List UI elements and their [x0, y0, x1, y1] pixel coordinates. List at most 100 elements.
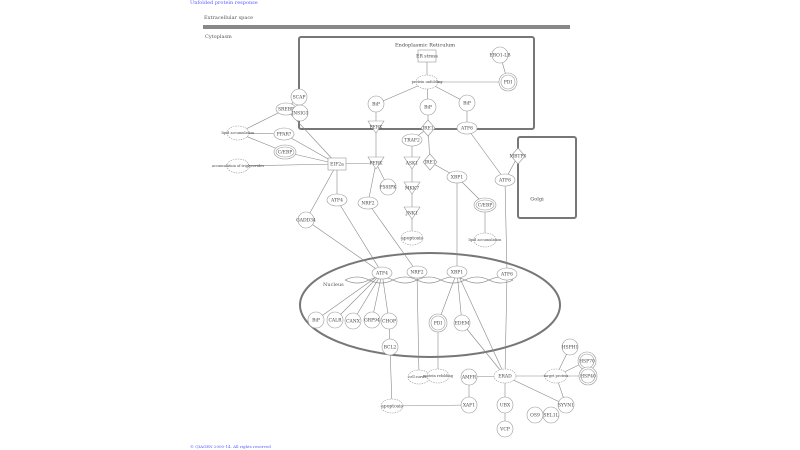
node-label: accumulation of triglycerides	[212, 164, 264, 168]
node-label: HSP70	[579, 359, 595, 365]
node-apop2[interactable]: apoptosis	[380, 398, 404, 414]
edge-edem-erad	[461, 322, 506, 377]
node-xaf1[interactable]: XAF1	[460, 396, 478, 414]
edge-bcl2-apop2	[389, 346, 393, 407]
node-label: apoptosis	[401, 236, 423, 242]
edge-xaf1-apop2	[391, 404, 470, 407]
node-label: NRF2	[361, 201, 374, 207]
node-unfolded[interactable]: protein unfolding	[412, 74, 444, 90]
node-label: C/EBP	[478, 203, 493, 209]
node-label: EIF2a	[330, 162, 344, 168]
extracellular-label: Extracellular space	[204, 15, 253, 21]
node-chop[interactable]: CHOP	[380, 312, 398, 330]
node-ire1_er[interactable]: IRE1	[420, 119, 436, 137]
node-mbtps[interactable]: MBTPS	[509, 147, 527, 165]
node-os9[interactable]: OS9	[526, 406, 544, 424]
node-edem[interactable]: EDEM	[453, 314, 471, 332]
node-label: UBX	[500, 403, 511, 409]
node-label: lipid accumulation	[222, 131, 256, 135]
node-label: apoptosis	[381, 404, 403, 410]
node-n_nrf2[interactable]: NRF2	[406, 265, 428, 279]
node-jnk1[interactable]: JNK1	[403, 206, 421, 220]
node-label: BiP	[312, 318, 320, 324]
node-label: IRE1	[422, 126, 433, 132]
node-nrf2[interactable]: NRF2	[357, 196, 379, 210]
node-label: XBP1	[451, 270, 464, 276]
nucleus-compartment	[299, 252, 561, 358]
edge-n_atf4-n_bip	[315, 272, 383, 321]
node-perk[interactable]: PERK	[367, 156, 385, 170]
node-scap[interactable]: SCAP	[290, 88, 308, 106]
node-vcp[interactable]: VCP	[496, 420, 514, 438]
footer: © QIAGEN 2000-14. All rights reserved	[190, 444, 271, 449]
node-n_atf6[interactable]: ATF6	[496, 267, 518, 281]
nucleus-label: Nucleus	[323, 282, 344, 288]
node-insig1[interactable]: INSIG1	[291, 104, 309, 122]
node-label: GRP94	[364, 318, 380, 324]
edge-n_atf4-calr	[334, 272, 383, 321]
node-label: SCAP	[293, 95, 306, 101]
node-mkk7[interactable]: MKK7	[403, 181, 421, 195]
node-eif2a[interactable]: EIF2a	[327, 157, 347, 171]
node-gadd34[interactable]: GADD34	[296, 211, 316, 229]
node-lipid1[interactable]: lipid accumulation	[222, 125, 256, 141]
node-refold[interactable]: protein refolding	[423, 368, 454, 384]
node-atf6_er[interactable]: ATF6	[456, 121, 478, 135]
node-label: CANX	[346, 319, 361, 325]
node-canx[interactable]: CANX	[344, 312, 362, 330]
edge-gadd34-eif2a	[305, 163, 338, 221]
node-amfr[interactable]: AMFR	[460, 368, 478, 386]
node-n_pdi[interactable]: PDI	[428, 313, 448, 333]
node-p58[interactable]: P58IPK	[380, 178, 398, 196]
node-ppar[interactable]: PPAR?	[273, 127, 295, 141]
node-n_bip[interactable]: BiP	[307, 311, 325, 329]
node-hsph1[interactable]: HSPH1	[562, 338, 579, 356]
node-er_stress[interactable]: ER stress	[416, 49, 439, 63]
node-label: lipid accumulation	[469, 238, 503, 242]
node-label: ERAD	[498, 374, 512, 380]
edge-atf4-n_atf4	[336, 199, 383, 274]
node-erad[interactable]: ERAD	[493, 368, 517, 384]
node-ubx[interactable]: UBX	[496, 396, 514, 414]
node-label: NRF2	[410, 270, 423, 276]
node-label: XBP1	[451, 175, 464, 181]
edge-nrf2-n_nrf2	[367, 202, 418, 273]
node-bip1[interactable]: BiP	[367, 95, 385, 113]
node-ire1[interactable]: IRE1	[422, 153, 438, 171]
node-target[interactable]: target protein	[544, 368, 570, 384]
node-cebp1[interactable]: C/EBP	[273, 144, 297, 160]
node-atf4[interactable]: ATF4	[326, 193, 348, 207]
node-bip2[interactable]: BiP	[419, 98, 437, 116]
node-syvn1[interactable]: SYVN1	[557, 396, 575, 414]
dna-helix	[344, 276, 514, 284]
node-trig[interactable]: accumulation of triglycerides	[212, 158, 264, 174]
membrane-bar	[203, 25, 570, 29]
node-label: ATF4	[330, 198, 343, 204]
node-xbp1[interactable]: XBP1	[446, 170, 468, 184]
node-n_atf4[interactable]: ATF4	[371, 266, 393, 280]
er-compartment	[298, 36, 535, 130]
node-hsp40[interactable]: HSP40	[578, 366, 598, 386]
node-calr[interactable]: CALR	[326, 311, 344, 329]
node-ask1[interactable]: ASK1	[403, 156, 421, 170]
node-ero1[interactable]: ERO1-LB	[489, 46, 511, 64]
page-title[interactable]: Unfolded protein response	[190, 0, 258, 6]
node-label: CALR	[328, 318, 342, 324]
edge-n_xbp1-erad	[456, 271, 506, 377]
node-traf2[interactable]: TRAF2	[401, 133, 423, 147]
node-perk_er[interactable]: PERK	[367, 120, 385, 134]
node-label: ASK1	[405, 161, 419, 167]
node-lipid2[interactable]: lipid accumulation	[469, 232, 503, 248]
node-sel1l[interactable]: SEL1L	[542, 406, 560, 424]
node-apop1[interactable]: apoptosis	[400, 230, 424, 246]
node-bcl2[interactable]: BCL2	[381, 338, 399, 356]
node-label: P58IPK	[380, 185, 398, 191]
node-cebp2[interactable]: C/EBP	[473, 197, 497, 213]
node-grp94[interactable]: GRP94	[363, 311, 381, 329]
node-pdi_er[interactable]: PDI	[498, 72, 518, 92]
node-label: XAF1	[463, 403, 475, 409]
node-atf6[interactable]: ATF6	[494, 173, 516, 187]
node-bip3[interactable]: BiP	[458, 94, 476, 112]
node-n_xbp1[interactable]: XBP1	[446, 265, 468, 279]
edge-perk-nrf2	[367, 162, 377, 204]
